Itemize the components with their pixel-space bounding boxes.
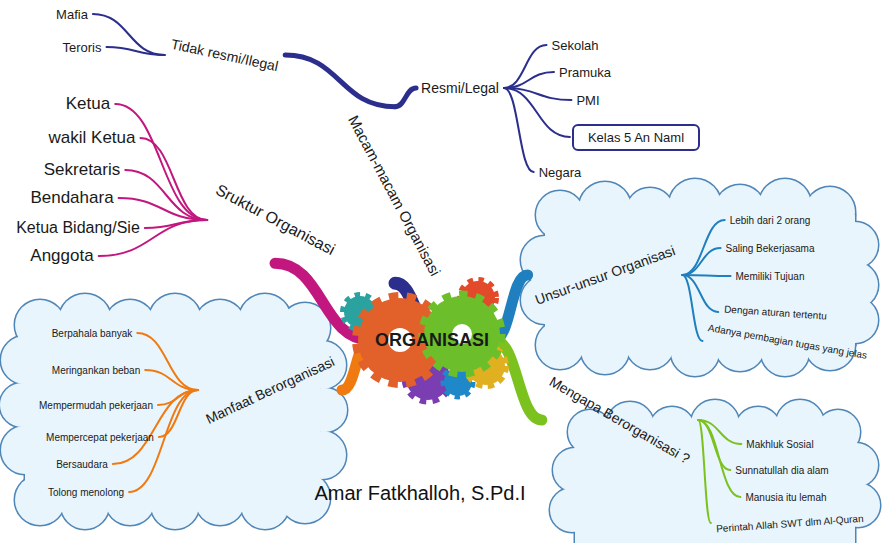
topic-node: Mafia bbox=[53, 6, 91, 23]
central-topic: ORGANISASI bbox=[372, 329, 492, 352]
topic-text: Tolong menolong bbox=[48, 487, 124, 498]
branch-line bbox=[504, 88, 534, 172]
branch-line bbox=[137, 333, 198, 390]
topic-text: wakil Ketua bbox=[49, 128, 136, 148]
topic-text: Tidak resmi/Ilegal bbox=[170, 36, 280, 74]
topic-text: Sekretaris bbox=[44, 160, 121, 180]
topic-node: Berpahala banyak bbox=[49, 327, 136, 340]
topic-text: Teroris bbox=[62, 40, 101, 55]
topic-text: Sekolah bbox=[552, 38, 599, 53]
topic-node: Teroris bbox=[59, 39, 104, 56]
topic-text: ORGANISASI bbox=[375, 330, 489, 351]
branch-line bbox=[115, 104, 207, 220]
topic-text: Mempermudah pekerjaan bbox=[39, 400, 153, 411]
branch-line bbox=[119, 198, 208, 220]
topic-node: wakil Ketua bbox=[46, 127, 139, 149]
topic-node: Tolong menolong bbox=[45, 486, 127, 499]
topic-node: Manusia itu lemah bbox=[742, 491, 829, 504]
topic-text: Pramuka bbox=[559, 65, 611, 80]
topic-node: Ketua bbox=[63, 93, 113, 115]
topic-text: Ketua Bidang/Sie bbox=[16, 219, 140, 237]
topic-node: Lebih dari 2 orang bbox=[727, 214, 814, 227]
branch-line bbox=[285, 55, 395, 107]
topic-text: Berpahala banyak bbox=[52, 328, 133, 339]
branch-line bbox=[395, 88, 416, 107]
branch-line bbox=[107, 47, 165, 55]
branch-line bbox=[682, 275, 730, 276]
topic-text: Mempercepat pekerjaan bbox=[46, 432, 154, 443]
topic-text: Kelas 5 An Naml bbox=[588, 130, 684, 145]
topic-node: Saling Bekerjasama bbox=[723, 242, 818, 255]
topic-text: PMI bbox=[576, 93, 599, 108]
topic-node: Sruktur Organisasi bbox=[209, 179, 341, 262]
topic-text: Resmi/Legal bbox=[421, 80, 499, 96]
topic-node: Mempercepat pekerjaan bbox=[43, 431, 157, 444]
topic-node: Sekretaris bbox=[41, 159, 124, 181]
topic-text: Bendahara bbox=[30, 188, 113, 208]
topic-text: Anggota bbox=[30, 246, 93, 266]
topic-text: Lebih dari 2 orang bbox=[730, 215, 811, 226]
topic-node: Macam-macam Organisasi bbox=[343, 109, 447, 281]
author-credit: Amar Fatkhalloh, S.Pd.I bbox=[314, 482, 525, 505]
branch-line bbox=[682, 275, 702, 341]
topic-node: PMI bbox=[573, 92, 602, 109]
topic-text: Bersaudara bbox=[56, 459, 108, 470]
topic-text: Mafia bbox=[56, 7, 88, 22]
topic-node: Bersaudara bbox=[53, 458, 111, 471]
topic-node: Sekolah bbox=[549, 37, 602, 54]
branch-line bbox=[93, 14, 165, 55]
branch-line bbox=[145, 370, 198, 390]
topic-box: Kelas 5 An Naml bbox=[572, 124, 700, 151]
branch-line bbox=[504, 72, 554, 88]
topic-text: Manusia itu lemah bbox=[745, 492, 826, 503]
topic-node: Bendahara bbox=[27, 187, 116, 209]
topic-node: Memiliki Tujuan bbox=[733, 270, 808, 283]
topic-node: Ketua Bidang/Sie bbox=[13, 218, 143, 238]
topic-text: Sruktur Organisasi bbox=[212, 181, 337, 259]
topic-node: Meringankan beban bbox=[49, 364, 143, 377]
branch-line bbox=[504, 88, 570, 137]
topic-text: Sunnatullah dia alam bbox=[735, 465, 828, 476]
branch-line bbox=[698, 420, 711, 523]
topic-node: Sunnatullah dia alam bbox=[732, 464, 831, 477]
topic-text: Memiliki Tujuan bbox=[736, 271, 805, 282]
topic-node: Negara bbox=[536, 164, 585, 181]
topic-node: Tidak resmi/Ilegal bbox=[167, 34, 283, 76]
topic-text: Macam-macam Organisasi bbox=[345, 112, 444, 278]
branch-line bbox=[125, 170, 207, 220]
branch-line bbox=[682, 248, 720, 275]
topic-text: Makhluk Sosial bbox=[746, 439, 813, 450]
topic-text: Meringankan beban bbox=[52, 365, 140, 376]
topic-text: Ketua bbox=[66, 94, 110, 114]
topic-text: Saling Bekerjasama bbox=[726, 243, 815, 254]
topic-node: Anggota bbox=[27, 245, 96, 267]
topic-node: Pramuka bbox=[556, 64, 614, 81]
topic-node: Resmi/Legal bbox=[418, 79, 502, 97]
branch-line bbox=[682, 220, 724, 275]
topic-node: Mempermudah pekerjaan bbox=[36, 399, 156, 412]
topic-node: Makhluk Sosial bbox=[743, 438, 816, 451]
topic-text: Negara bbox=[539, 165, 582, 180]
